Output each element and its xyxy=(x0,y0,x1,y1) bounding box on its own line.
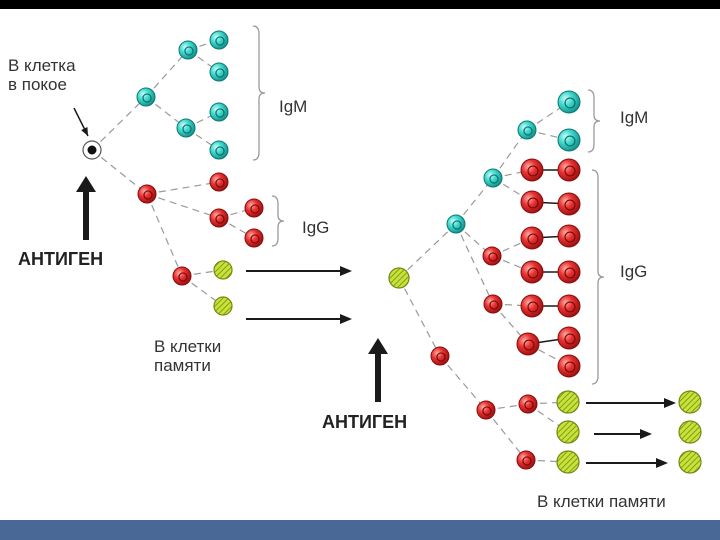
igm-cyan-cell xyxy=(210,63,228,81)
igg-brace-2 xyxy=(592,170,604,384)
arrow-to-memory-2 xyxy=(594,429,652,439)
memory-cell xyxy=(389,268,409,288)
arrow-to-memory-1 xyxy=(586,398,676,408)
memory-cell xyxy=(679,421,701,443)
cyan-cell xyxy=(137,88,155,106)
igg-red-cell xyxy=(245,199,263,217)
plasma-red-cell xyxy=(521,295,543,317)
igg-label-2: IgG xyxy=(620,262,647,281)
resting-b-cell xyxy=(83,141,101,159)
bottom-bar xyxy=(0,520,720,540)
igm-cyan-cell xyxy=(210,141,228,159)
red-cell xyxy=(517,451,535,469)
antigen-label-1: АНТИГЕН xyxy=(18,250,103,269)
red-cell xyxy=(210,173,228,191)
red-cell xyxy=(483,247,501,265)
red-cell xyxy=(484,295,502,313)
igm-label-1: IgM xyxy=(279,97,307,116)
cells xyxy=(83,31,701,473)
memory-cell xyxy=(557,451,579,473)
plasma-red-cell xyxy=(521,191,543,213)
plasma-red-cell xyxy=(558,225,580,247)
memory-cell xyxy=(557,421,579,443)
memory-b-cells-label-2: В клетки памяти xyxy=(537,492,666,511)
cyan-cell xyxy=(447,215,465,233)
plasma-red-cell xyxy=(558,261,580,283)
plasma-red-cell xyxy=(521,159,543,181)
memory-cell xyxy=(557,391,579,413)
red-cell xyxy=(210,209,228,227)
plasma-red-cell xyxy=(521,227,543,249)
cyan-cell xyxy=(179,41,197,59)
plasma-red-cell xyxy=(521,261,543,283)
igm-cyan-cell xyxy=(558,91,580,113)
antigen-arrow-1 xyxy=(76,176,96,240)
arrow-to-secondary-1 xyxy=(246,266,352,276)
igg-brace-1 xyxy=(272,196,284,246)
igm-brace-2 xyxy=(588,90,600,152)
antigen-arrow-2 xyxy=(368,338,388,402)
memory-cell xyxy=(214,261,232,279)
igm-brace-1 xyxy=(253,26,265,160)
igm-label-2: IgM xyxy=(620,108,648,127)
memory-cell xyxy=(679,391,701,413)
resting-b-cell-label: В клетка в покое xyxy=(8,56,76,94)
cyan-cell xyxy=(177,119,195,137)
antigen-label-2: АНТИГЕН xyxy=(322,413,407,432)
pointer-arrow xyxy=(74,108,88,136)
plasma-red-cell xyxy=(558,295,580,317)
igg-red-cell xyxy=(245,229,263,247)
igg-label-1: IgG xyxy=(302,218,329,237)
igm-cyan-cell xyxy=(210,103,228,121)
plasma-red-cell xyxy=(558,159,580,181)
plasma-red-cell xyxy=(558,193,580,215)
plasma-red-cell xyxy=(517,333,539,355)
memory-b-cells-label-1: В клетки памяти xyxy=(154,337,221,375)
igm-cyan-cell xyxy=(558,129,580,151)
cyan-cell xyxy=(484,169,502,187)
memory-cell xyxy=(214,297,232,315)
arrow-to-memory-3 xyxy=(586,458,668,468)
arrow-to-secondary-2 xyxy=(246,314,352,324)
plasma-red-cell xyxy=(558,327,580,349)
igm-cyan-cell xyxy=(210,31,228,49)
red-cell xyxy=(477,401,495,419)
red-cell xyxy=(431,347,449,365)
braces xyxy=(253,26,604,384)
memory-cell xyxy=(679,451,701,473)
red-cell xyxy=(173,267,191,285)
red-cell xyxy=(519,395,537,413)
cyan-cell xyxy=(518,121,536,139)
plasma-red-cell xyxy=(558,355,580,377)
red-cell xyxy=(138,185,156,203)
